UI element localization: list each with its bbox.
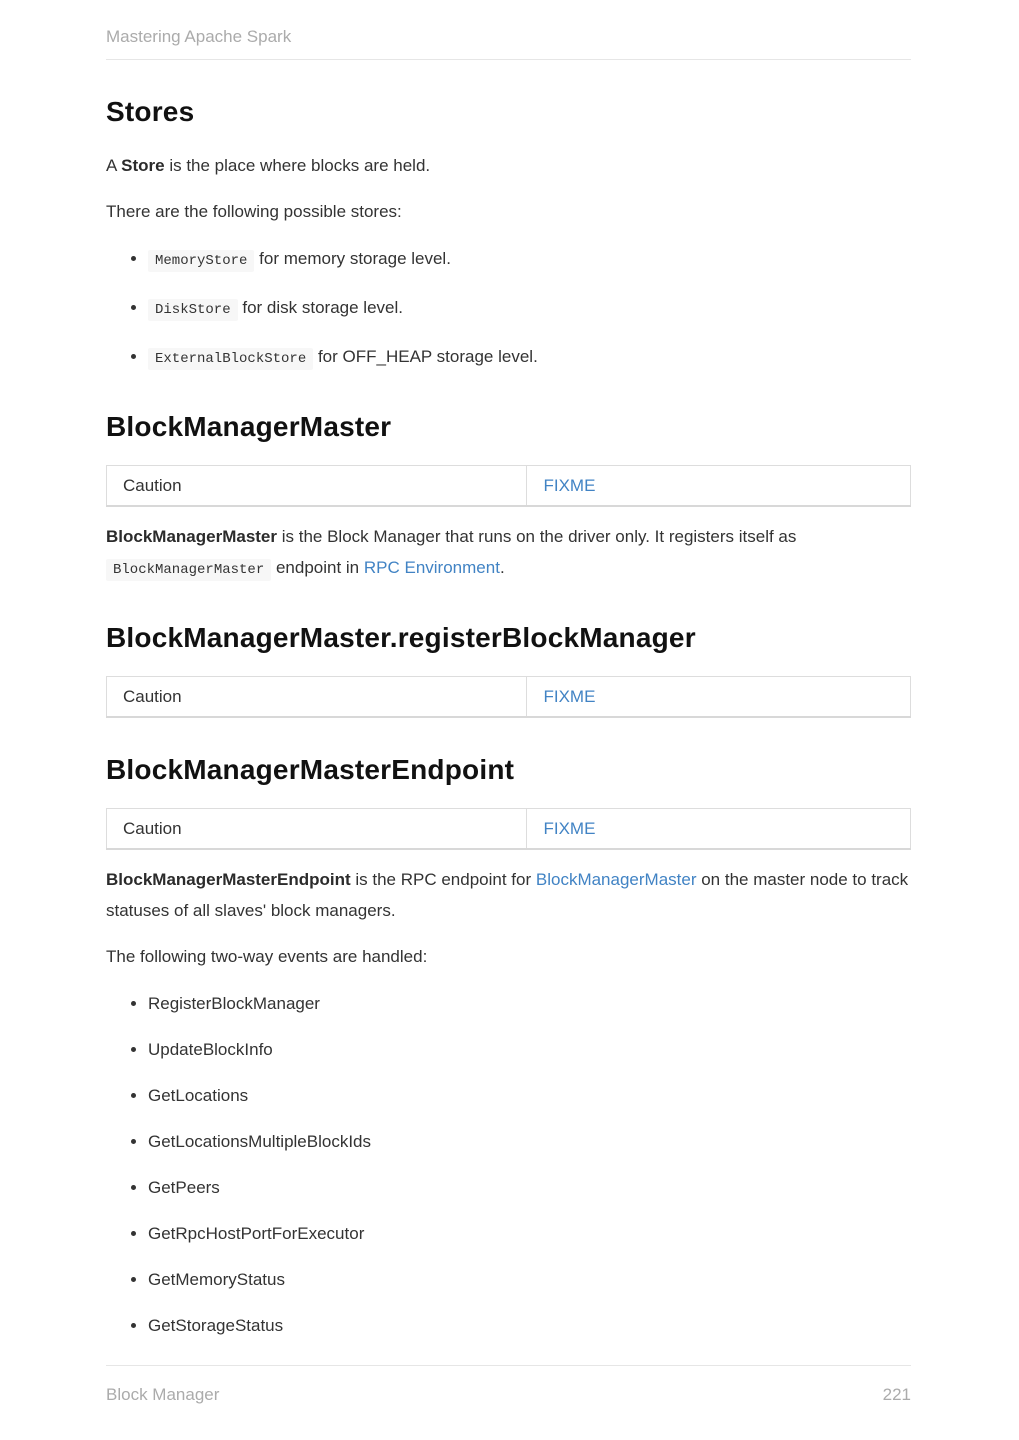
text-run: on the master node to track statuses of … (106, 870, 909, 920)
list-item-memorystore: MemoryStore for memory storage level. (148, 243, 911, 277)
header-divider (106, 59, 911, 60)
text-run: is the RPC endpoint for (350, 870, 536, 889)
code-span-diskstore: DiskStore (148, 299, 238, 321)
caution-label-cell: Caution (105, 465, 528, 507)
bold-term: BlockManagerMaster (106, 527, 278, 546)
blockmanagermaster-paragraph: BlockManagerMaster is the Block Manager … (106, 521, 911, 586)
caution-table: Caution FIXME (105, 808, 911, 850)
endpoint-paragraph: BlockManagerMasterEndpoint is the RPC en… (106, 864, 911, 926)
fixme-link[interactable]: FIXME (543, 819, 596, 838)
bold-term-store: Store (121, 156, 165, 175)
text-run: for memory storage level. (254, 249, 451, 268)
caution-table: Caution FIXME (105, 676, 911, 718)
list-item-event: UpdateBlockInfo (148, 1034, 911, 1065)
caution-value-cell: FIXME (526, 676, 911, 718)
table-row: Caution FIXME (105, 808, 911, 850)
list-item-event: RegisterBlockManager (148, 988, 911, 1019)
book-title: Mastering Apache Spark (106, 27, 292, 46)
heading-stores: Stores (106, 96, 195, 127)
stores-list-intro: There are the following possible stores: (106, 202, 402, 221)
heading-registerblockmanager: BlockManagerMaster.registerBlockManager (106, 622, 696, 653)
caution-value-cell: FIXME (526, 465, 911, 507)
list-item-externalblockstore: ExternalBlockStore for OFF_HEAP storage … (148, 341, 911, 375)
page-footer: Block Manager 221 (106, 1365, 911, 1405)
stores-list: MemoryStore for memory storage level. Di… (106, 243, 911, 375)
page-content: Mastering Apache Spark Stores A Store is… (105, 0, 911, 1363)
stores-intro-paragraph: A Store is the place where blocks are he… (106, 150, 911, 181)
text-run: for disk storage level. (237, 298, 403, 317)
text-run: A (106, 156, 122, 175)
footer-page-number: 221 (882, 1385, 911, 1404)
fixme-link[interactable]: FIXME (543, 476, 596, 495)
events-list: RegisterBlockManager UpdateBlockInfo Get… (106, 988, 911, 1341)
list-item-event: GetStorageStatus (148, 1310, 911, 1341)
list-item-event: GetLocations (148, 1080, 911, 1111)
caution-table: Caution FIXME (105, 465, 911, 507)
text-run: for OFF_HEAP storage level. (313, 347, 538, 366)
text-run: is the Block Manager that runs on the dr… (277, 527, 797, 546)
heading-blockmanagermasterendpoint: BlockManagerMasterEndpoint (106, 754, 515, 785)
bold-term: BlockManagerMasterEndpoint (106, 870, 351, 889)
footer-chapter-title: Block Manager (106, 1385, 220, 1404)
code-span-blockmanagermaster: BlockManagerMaster (106, 559, 272, 581)
code-span-memorystore: MemoryStore (148, 250, 255, 272)
caution-value-cell: FIXME (526, 808, 911, 850)
text-run: is the place where blocks are held. (164, 156, 431, 175)
text-run: endpoint in (271, 558, 364, 577)
list-item-event: GetLocationsMultipleBlockIds (148, 1126, 911, 1157)
list-item-event: GetMemoryStatus (148, 1264, 911, 1295)
list-item-event: GetPeers (148, 1172, 911, 1203)
list-item-diskstore: DiskStore for disk storage level. (148, 292, 911, 326)
blockmanagermaster-link[interactable]: BlockManagerMaster (535, 870, 697, 889)
list-item-event: GetRpcHostPortForExecutor (148, 1218, 911, 1249)
table-row: Caution FIXME (105, 676, 911, 718)
fixme-link[interactable]: FIXME (543, 687, 596, 706)
text-run: . (499, 558, 505, 577)
heading-blockmanagermaster: BlockManagerMaster (106, 411, 392, 442)
rpc-environment-link[interactable]: RPC Environment (363, 558, 500, 577)
caution-label-cell: Caution (105, 808, 528, 850)
table-row: Caution FIXME (105, 465, 911, 507)
events-intro: The following two-way events are handled… (106, 947, 428, 966)
caution-label-cell: Caution (105, 676, 528, 718)
code-span-externalblockstore: ExternalBlockStore (148, 348, 314, 370)
